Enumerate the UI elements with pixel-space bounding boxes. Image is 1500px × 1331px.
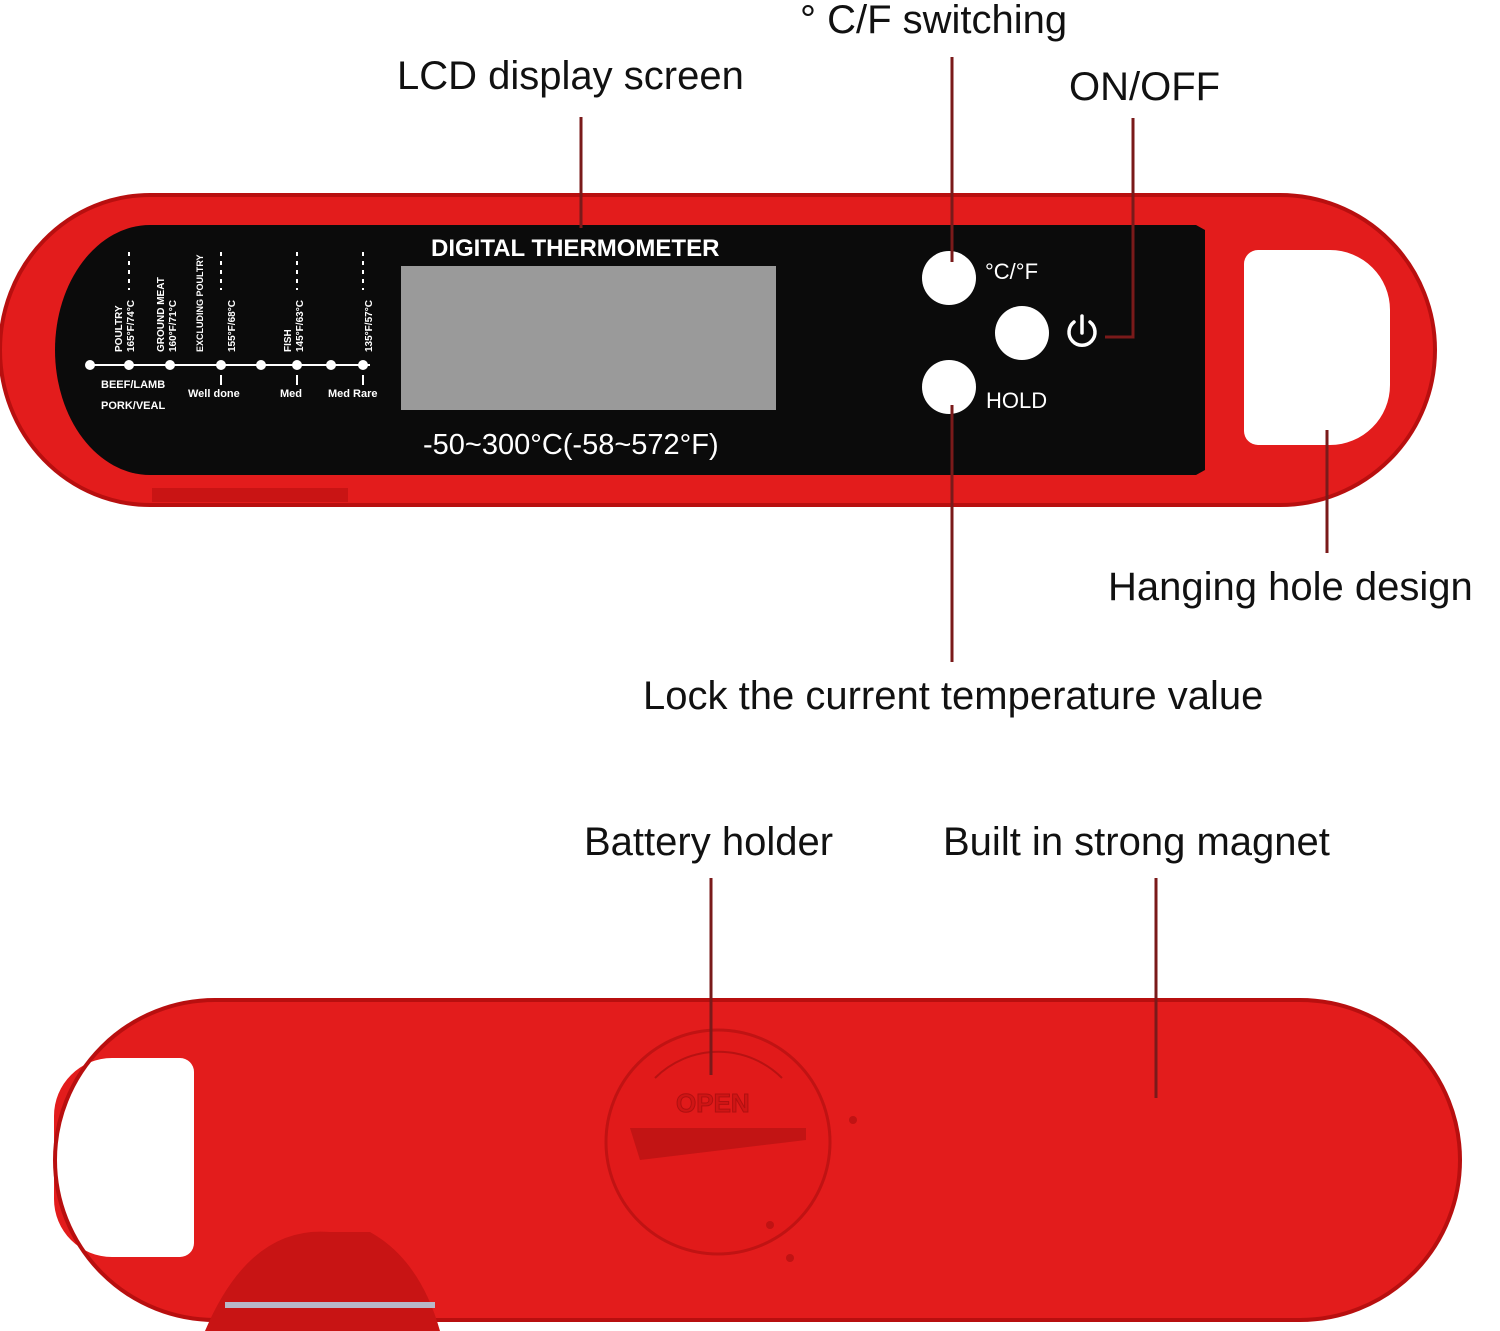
scale-dot	[292, 360, 302, 370]
power-icon	[1067, 314, 1097, 347]
front-view: POULTRY 165°F/74°C GROUND MEAT 160°F/71°…	[0, 193, 1437, 507]
scale-dot	[165, 360, 175, 370]
scale-label-poultry: POULTRY	[114, 305, 125, 352]
scale-label-ground-meat: GROUND MEAT	[156, 277, 167, 352]
scale-temp-med-rare: 135°F/57°C	[364, 300, 375, 352]
battery-cover-text: OPEN	[676, 1088, 750, 1118]
scale-bottom-med: Med	[280, 388, 302, 400]
scale-dot	[256, 360, 266, 370]
callout-strong-magnet: Built in strong magnet	[943, 820, 1330, 864]
front-bottom-tab	[152, 488, 348, 502]
callout-on-off: ON/OFF	[1069, 65, 1221, 109]
scale-bottom-well-done: Well done	[188, 388, 240, 400]
scale-temp-excluding-poultry: 155°F/68°C	[227, 300, 238, 352]
cf-button-label: °C/°F	[985, 259, 1038, 284]
callout-cf-switching: ° C/F switching	[800, 0, 1068, 42]
scale-dot	[216, 360, 226, 370]
scale-label-excluding-poultry: EXCLUDING POULTRY	[195, 254, 205, 352]
scale-dot	[124, 360, 134, 370]
callout-lcd-display: LCD display screen	[397, 54, 744, 98]
scale-dot	[358, 360, 368, 370]
battery-cover-slot	[630, 1128, 806, 1160]
cf-switch-button[interactable]	[922, 251, 976, 305]
leader-on-off	[1105, 118, 1135, 339]
lcd-screen	[401, 266, 776, 410]
scale-temp-ground-meat: 160°F/71°C	[168, 300, 179, 352]
scale-bottom-med-rare: Med Rare	[328, 388, 378, 400]
temperature-range: -50~300°C(-58~572°F)	[423, 429, 719, 461]
on-off-button[interactable]	[995, 306, 1049, 360]
scale-bottom-pork-veal: PORK/VEAL	[101, 400, 165, 412]
scale-temp-fish: 145°F/63°C	[295, 300, 306, 352]
probe-tip	[225, 1302, 435, 1308]
leader-lines	[579, 57, 1329, 1098]
hold-button-label: HOLD	[986, 388, 1047, 413]
hold-button[interactable]	[922, 360, 976, 414]
scale-dot	[85, 360, 95, 370]
scale-bottom-beef-lamb: BEEF/LAMB	[101, 379, 165, 391]
scale-label-fish: FISH	[283, 329, 294, 352]
callout-hanging-hole: Hanging hole design	[1108, 565, 1473, 609]
scale-temp-poultry: 165°F/74°C	[126, 300, 137, 352]
device-title: DIGITAL THERMOMETER	[431, 235, 719, 262]
callout-lock-temperature: Lock the current temperature value	[643, 674, 1264, 718]
scale-dot	[326, 360, 336, 370]
callout-battery-holder: Battery holder	[584, 820, 834, 864]
back-view: OPEN	[53, 998, 1462, 1331]
